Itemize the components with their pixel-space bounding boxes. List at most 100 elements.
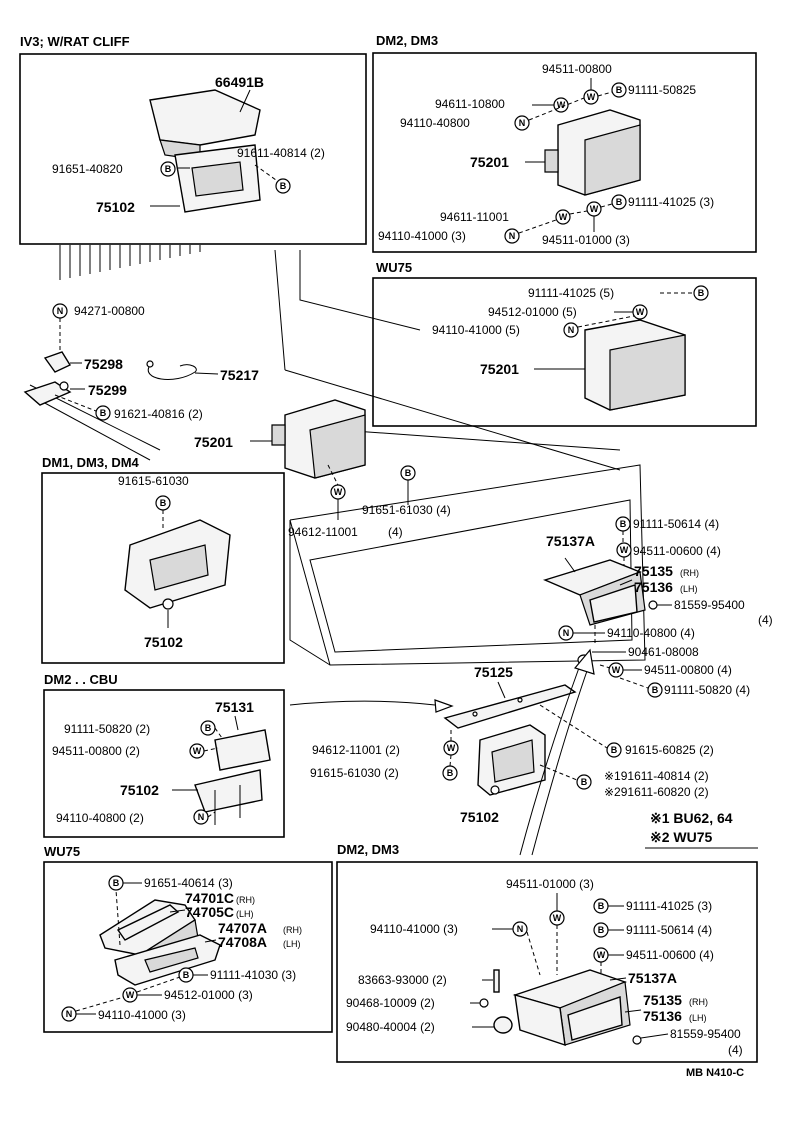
label-91111-50825: 91111-50825: [628, 83, 696, 97]
svg-text:B: B: [160, 498, 167, 508]
diagram-code: MB N410-C: [686, 1067, 744, 1079]
note-bu62-64: ※1 BU62, 64: [650, 810, 733, 826]
washer-icon: W: [549, 910, 565, 926]
washer-icon: W: [632, 304, 648, 320]
label-94110-41000-3-wu75: 94110-41000 (3): [98, 1008, 186, 1022]
bolt-icon: B: [693, 285, 709, 301]
label-94511-00800: 94511-00800: [542, 62, 612, 76]
washer-icon: W: [586, 201, 602, 217]
screw-81559-bottom-drawing: [632, 1033, 669, 1045]
label-94611-11001: 94611-11001: [440, 210, 509, 224]
label-94110-40800-4: 94110-40800 (4): [607, 626, 695, 640]
svg-text:N: N: [509, 231, 516, 241]
svg-text:W: W: [126, 990, 135, 1000]
label-75137a-bottom: 75137A: [628, 970, 677, 986]
svg-text:W: W: [557, 100, 566, 110]
bracket-75131-drawing: [194, 729, 271, 825]
label-91111-41025-3: 91111-41025 (3): [628, 195, 714, 209]
bolt-icon: B: [275, 178, 291, 194]
plate-75102-drawing: [174, 144, 261, 213]
label-75201-top: 75201: [470, 154, 509, 170]
label-91111-41025-3-bottom: 91111-41025 (3): [626, 899, 712, 913]
svg-text:B: B: [113, 878, 120, 888]
label-94110-40800: 94110-40800: [400, 116, 470, 130]
svg-text:W: W: [587, 92, 596, 102]
label-94511-01000-3: 94511-01000 (3): [542, 233, 630, 247]
section-box-wu75-bottom: [43, 861, 333, 1033]
label-91111-50820-4: 91111-50820 (4): [664, 683, 750, 697]
label-81559-95400-center-qty: (4): [758, 613, 773, 627]
label-91111-41030-3: 91111-41030 (3): [210, 968, 296, 982]
bracket-75137a-center-drawing: [542, 559, 646, 626]
svg-text:N: N: [57, 306, 64, 316]
label-94611-10800: 94611-10800: [435, 97, 505, 111]
section-box-dm2-cbu: [43, 689, 285, 838]
washer-icon: W: [443, 740, 459, 756]
label-81559-95400-bottom-qty: (4): [728, 1043, 743, 1057]
bolt-icon: B: [108, 875, 124, 891]
nut-icon: N: [504, 228, 520, 244]
label-94512-01000-5: 94512-01000 (5): [488, 305, 577, 319]
bolt-icon: B: [178, 967, 194, 983]
label-75131: 75131: [215, 699, 254, 715]
svg-text:N: N: [519, 118, 526, 128]
cable-75217-drawing: [146, 360, 197, 380]
bolt-icon: B: [611, 82, 627, 98]
label-91651-40820: 91651-40820: [52, 162, 123, 176]
svg-text:N: N: [517, 924, 524, 934]
washer-icon: W: [330, 484, 346, 500]
label-90480-40004-2: 90480-40004 (2): [346, 1020, 435, 1034]
svg-text:B: B: [100, 408, 107, 418]
label-94110-40800-2: 94110-40800 (2): [56, 811, 144, 825]
bolt-icon: B: [647, 682, 663, 698]
note-wu75: ※2 WU75: [650, 829, 713, 845]
label-94512-01000-3: 94512-01000 (3): [164, 988, 253, 1002]
bracket-75137a-bottom-drawing: [512, 969, 631, 1047]
bolt-icon: B: [606, 742, 622, 758]
svg-text:W: W: [553, 913, 562, 923]
bolt-icon: B: [160, 161, 176, 177]
label-75135-center: 75135: [634, 563, 673, 579]
label-94110-41000-3: 94110-41000 (3): [378, 229, 466, 243]
label-94612-11001-2: 94612-11001 (2): [312, 743, 400, 757]
label-91611-40814-2-note1: ※191611-40814 (2): [604, 769, 709, 783]
label-75125: 75125: [474, 664, 513, 680]
pin-83663-drawing: [493, 969, 500, 993]
section-box-iv3: [19, 53, 367, 245]
arrow-head-icon: [434, 699, 454, 713]
washer-icon: W: [555, 209, 571, 225]
label-94110-41000-5: 94110-41000 (5): [432, 323, 520, 337]
svg-text:B: B: [183, 970, 190, 980]
svg-text:W: W: [590, 204, 599, 214]
label-75136-bottom: 75136: [643, 1008, 682, 1024]
label-83663-93000-2: 83663-93000 (2): [358, 973, 447, 987]
label-75299: 75299: [88, 382, 127, 398]
label-75201-wu75: 75201: [480, 361, 519, 377]
svg-text:B: B: [652, 685, 659, 695]
washer-icon: W: [583, 89, 599, 105]
label-94271-00800: 94271-00800: [74, 304, 145, 318]
svg-text:W: W: [620, 545, 629, 555]
label-74701c: 74701C: [185, 890, 234, 906]
label-75135-bottom-side: (RH): [689, 997, 708, 1007]
bolt-icon: B: [155, 495, 171, 511]
label-75135-center-side: (RH): [680, 568, 699, 578]
label-74708a: 74708A: [218, 934, 267, 950]
label-75102-dm1: 75102: [144, 634, 183, 650]
svg-text:W: W: [612, 665, 621, 675]
bolt-icon: B: [200, 720, 216, 736]
nut-icon: N: [52, 303, 68, 319]
svg-text:W: W: [193, 746, 202, 756]
label-91111-50820-2: 91111-50820 (2): [64, 722, 150, 736]
section-title-dm1-dm3-dm4: DM1, DM3, DM4: [42, 455, 140, 470]
svg-text:B: B: [280, 181, 287, 191]
section-box-wu75-top: [372, 277, 757, 427]
section-title-wu75-bottom: WU75: [44, 844, 80, 859]
svg-text:B: B: [620, 519, 627, 529]
label-94110-41000-3-bottom: 94110-41000 (3): [370, 922, 458, 936]
label-75217: 75217: [220, 367, 259, 383]
washer-icon: W: [593, 947, 609, 963]
label-75136-bottom-side: (LH): [689, 1013, 707, 1023]
washer-icon: W: [189, 743, 205, 759]
vehicle-body-outline: [29, 245, 646, 666]
